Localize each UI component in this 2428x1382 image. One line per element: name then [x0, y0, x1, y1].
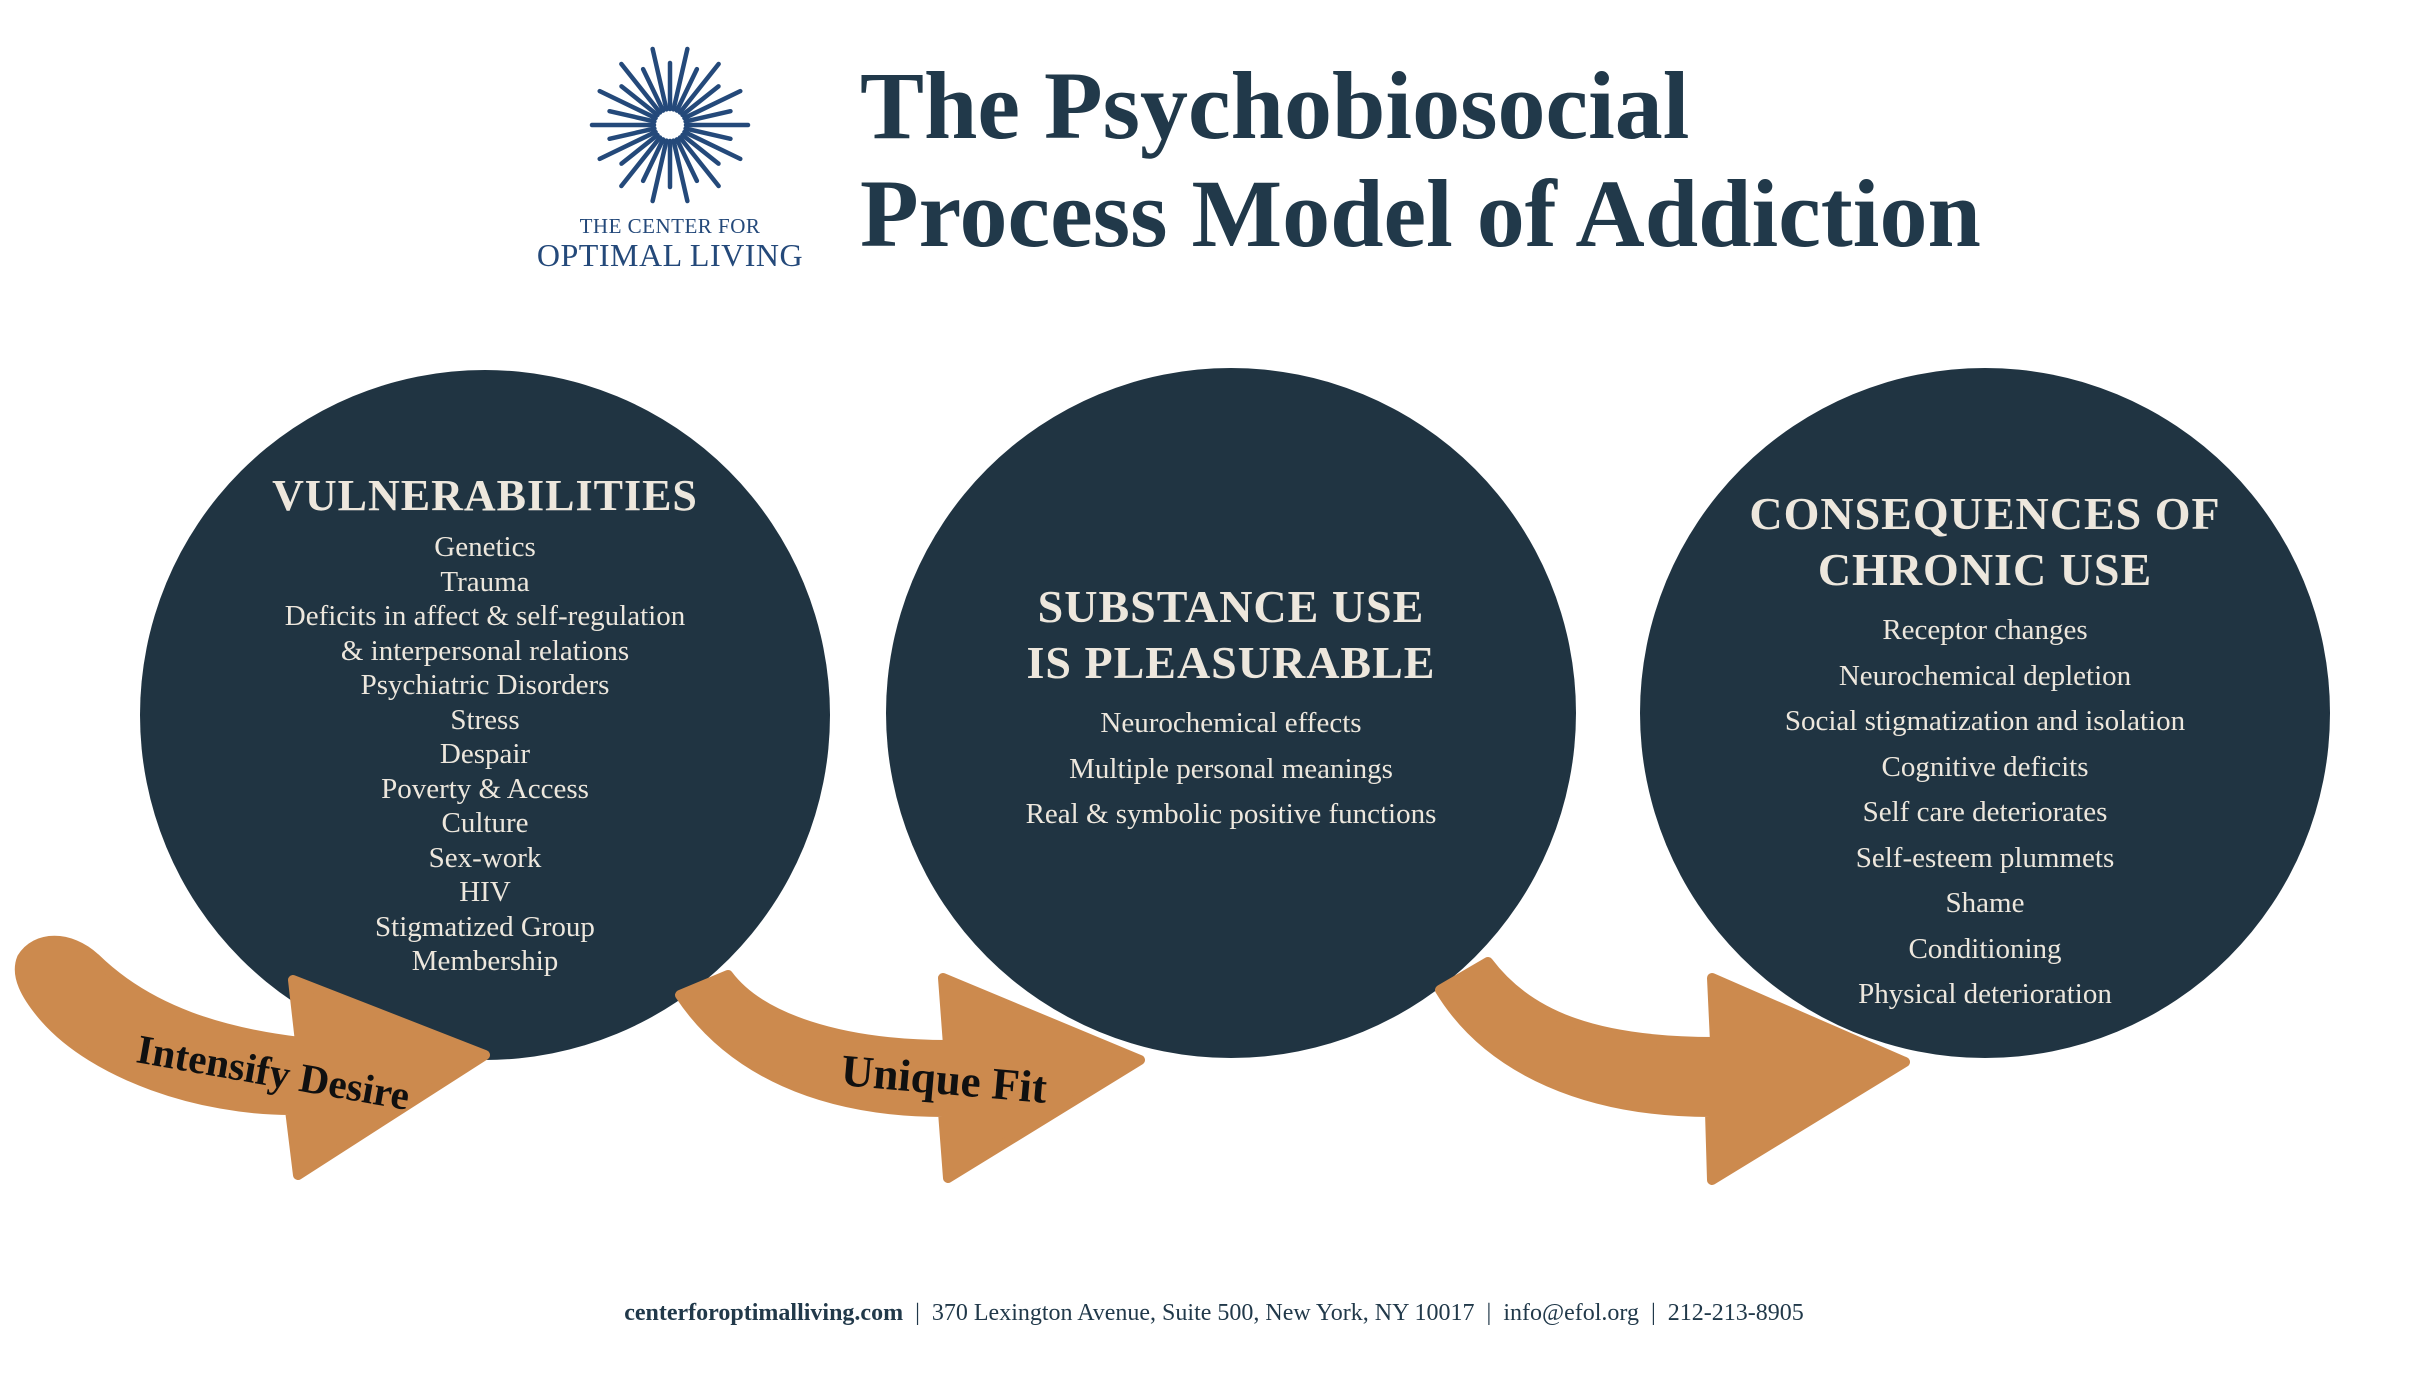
list-item: & interpersonal relations [340, 634, 630, 667]
logo-ray [619, 84, 660, 118]
logo-ray [682, 88, 743, 121]
logo-ray [674, 137, 700, 184]
title-line1: The Psychobiosocial [860, 52, 1690, 159]
logo-ray [671, 138, 690, 204]
list-item: Cognitive deficits [1881, 750, 2089, 783]
logo-ray [607, 108, 657, 124]
list-item: Neurochemical depletion [1838, 659, 2132, 692]
list-item: Social stigmatization and isolation [1784, 705, 2186, 737]
logo-ray [677, 135, 721, 189]
consequences-circle: CONSEQUENCES OF CHRONIC USE Receptor cha… [1640, 368, 2330, 1058]
starburst-logo-icon [589, 46, 751, 204]
footer-phone: 212-213-8905 [1667, 1300, 1804, 1326]
logo-ray [674, 66, 700, 113]
list-item: Self care deteriorates [1862, 796, 2108, 828]
list-item: HIV [459, 876, 511, 908]
logo-ray [619, 132, 660, 166]
logo-ray [607, 126, 657, 142]
logo-text-line2: OPTIMAL LIVING [536, 237, 804, 273]
footer-contact: centerforoptimalliving.com | 370 Lexington… [0, 1300, 2428, 1327]
footer-address: 370 Lexington Avenue, Suite 500, New Yor… [931, 1300, 1475, 1326]
arrow-third [1435, 957, 1910, 1185]
footer-separator: | [1486, 1300, 1492, 1326]
logo-ray [597, 88, 658, 121]
logo-ray [677, 61, 721, 115]
logo-ray [680, 84, 721, 118]
logo-ray [683, 108, 733, 124]
list-item: Membership [411, 945, 559, 977]
list-item: Shame [1945, 887, 2025, 919]
logo-ray [650, 46, 669, 112]
circle-heading: VULNERABILITIES [140, 470, 830, 522]
list-item: Stigmatized Group [375, 910, 595, 943]
circle-item-list: Receptor changes Neurochemical depletion… [1640, 608, 2330, 1018]
list-item: Conditioning [1908, 932, 2062, 965]
list-item: Culture [441, 807, 529, 839]
circle-item-list: Genetics Trauma Deficits in affect & sel… [140, 530, 830, 979]
logo-ray [671, 46, 690, 112]
circle-heading: SUBSTANCE USE IS PLEASURABLE [886, 579, 1576, 691]
list-item: Multiple personal meanings [1069, 752, 1393, 785]
list-item: Despair [439, 738, 531, 770]
list-item: Neurochemical effects [1100, 707, 1362, 739]
footer-separator: | [1650, 1300, 1656, 1326]
list-item: Trauma [440, 565, 530, 598]
logo-ray [683, 126, 733, 142]
logo-ray [680, 132, 721, 166]
circle-item-list: Neurochemical effects Multiple personal … [886, 701, 1576, 838]
footer-separator: | [915, 1300, 920, 1326]
title-line2: Process Model of Addiction [860, 160, 1981, 267]
logo-ray [650, 138, 669, 204]
list-item: Genetics [434, 531, 536, 563]
logo-ray [619, 61, 663, 115]
logo-text-line1: THE CENTER FOR [579, 214, 761, 238]
page-title: The Psychobiosocial Process Model of Add… [860, 52, 2060, 268]
list-item: Physical deterioration [1858, 978, 2112, 1010]
footer-website[interactable]: centerforoptimalliving.com [624, 1300, 904, 1326]
list-item: Self-esteem plummets [1855, 841, 2115, 874]
list-item: Sex-work [428, 841, 542, 874]
heading-line: CONSEQUENCES OF [1749, 488, 2221, 539]
logo-ray [682, 129, 743, 162]
vulnerabilities-circle: VULNERABILITIES Genetics Trauma Deficits… [140, 370, 830, 1060]
arrow-intensify-desire: Intensify Desire [14, 935, 490, 1180]
logo: THE CENTER FOR OPTIMAL LIVING [520, 40, 820, 280]
list-item: Psychiatric Disorders [360, 669, 610, 701]
substance-use-circle: SUBSTANCE USE IS PLEASURABLE Neurochemic… [886, 368, 1576, 1058]
logo-ray [640, 137, 666, 184]
logo-ray [597, 129, 658, 162]
list-item: Receptor changes [1882, 614, 2088, 646]
list-item: Deficits in affect & self-regulation [284, 600, 686, 632]
circle-heading: CONSEQUENCES OF CHRONIC USE [1640, 486, 2330, 598]
footer-email[interactable]: info@efol.org [1503, 1300, 1639, 1326]
heading-line: SUBSTANCE USE [1037, 581, 1425, 632]
list-item: Poverty & Access [381, 772, 589, 805]
logo-ray [619, 135, 663, 189]
list-item: Real & symbolic positive functions [1025, 798, 1437, 830]
heading-line: IS PLEASURABLE [1026, 637, 1436, 688]
heading-line: VULNERABILITIES [272, 471, 698, 520]
arrow-unique-fit: Unique Fit [675, 970, 1145, 1183]
logo-ray [640, 66, 666, 113]
list-item: Stress [450, 703, 520, 736]
heading-line: CHRONIC USE [1817, 544, 2153, 595]
